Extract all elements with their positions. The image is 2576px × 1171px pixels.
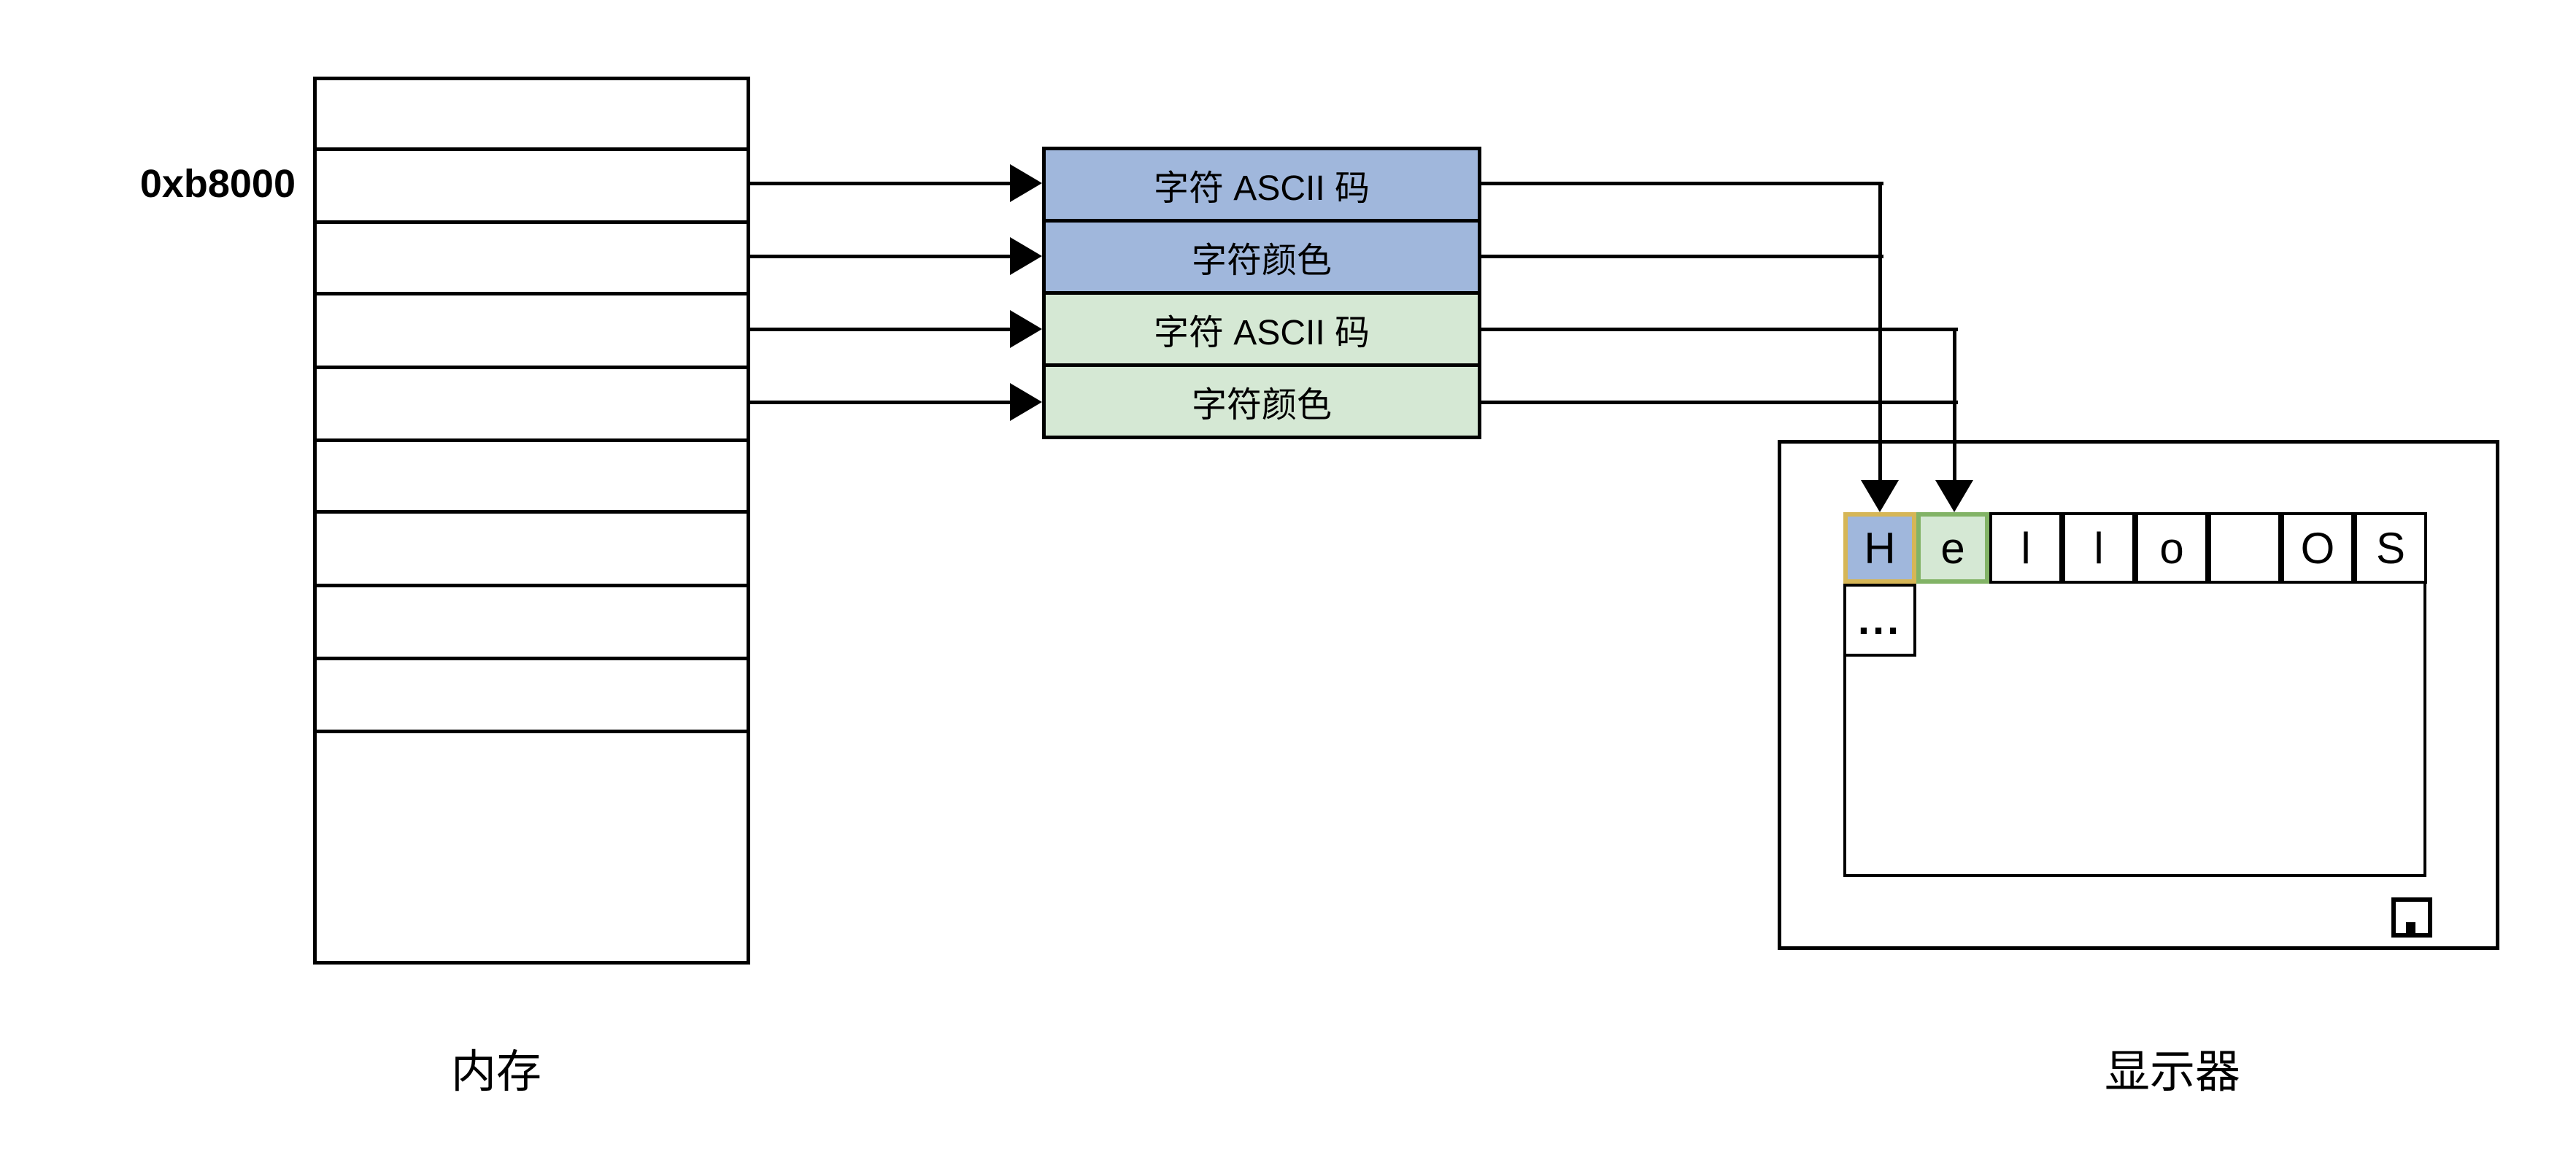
buffer-row-color-2: 字符颜色 [1046, 367, 1478, 436]
arrow-memory-to-buffer-line-1 [750, 182, 1013, 185]
char-cell-o: o [2135, 512, 2208, 584]
memory-section-label: 内存 [450, 1047, 541, 1097]
buffer-row-color-1: 字符颜色 [1046, 223, 1478, 295]
connector-color1-h [1481, 255, 1883, 258]
arrow-right-icon [1010, 164, 1042, 202]
arrow-right-icon [1010, 383, 1042, 421]
char-cell-e: e [1916, 512, 1989, 584]
vram-buffer-box: 字符 ASCII 码 字符颜色 字符 ASCII 码 字符颜色 [1042, 147, 1481, 439]
memory-row-divider [313, 366, 750, 369]
buffer-row-ascii-2: 字符 ASCII 码 [1046, 295, 1478, 367]
connector-vertical-to-e-cell [1953, 328, 1956, 482]
arrow-right-icon [1010, 237, 1042, 275]
char-cell-S: S [2354, 512, 2427, 584]
arrow-down-icon [1861, 480, 1899, 512]
arrow-memory-to-buffer-line-2 [750, 255, 1013, 258]
arrow-memory-to-buffer-line-3 [750, 328, 1013, 331]
memory-row-divider [313, 220, 750, 224]
char-cell-blank [2208, 512, 2281, 584]
memory-row-divider [313, 510, 750, 514]
memory-row-divider [313, 292, 750, 295]
memory-row-divider [313, 584, 750, 587]
monitor-box [1778, 440, 2499, 950]
connector-vertical-to-h-cell [1878, 182, 1882, 482]
memory-address-label: 0xb8000 [139, 162, 296, 206]
ellipsis-cell: ... [1843, 584, 1916, 657]
connector-ascii1-h [1481, 182, 1883, 185]
arrow-right-icon [1010, 310, 1042, 348]
power-nub [2406, 922, 2415, 933]
memory-row-divider [313, 730, 750, 733]
memory-row-divider [313, 147, 750, 151]
connector-color2-e [1481, 401, 1958, 404]
arrow-down-icon [1935, 480, 1973, 512]
char-cell-h: H [1843, 512, 1916, 584]
buffer-row-ascii-1: 字符 ASCII 码 [1046, 150, 1478, 223]
connector-ascii2-e [1481, 328, 1958, 331]
arrow-memory-to-buffer-line-4 [750, 401, 1013, 404]
char-cell-O: O [2281, 512, 2354, 584]
power-notch-icon [2391, 897, 2432, 938]
memory-row-divider [313, 657, 750, 660]
display-section-label: 显示器 [2104, 1047, 2240, 1097]
char-cell-l: l [1989, 512, 2062, 584]
char-cell-l: l [2062, 512, 2135, 584]
memory-row-divider [313, 438, 750, 442]
memory-box [313, 77, 750, 965]
